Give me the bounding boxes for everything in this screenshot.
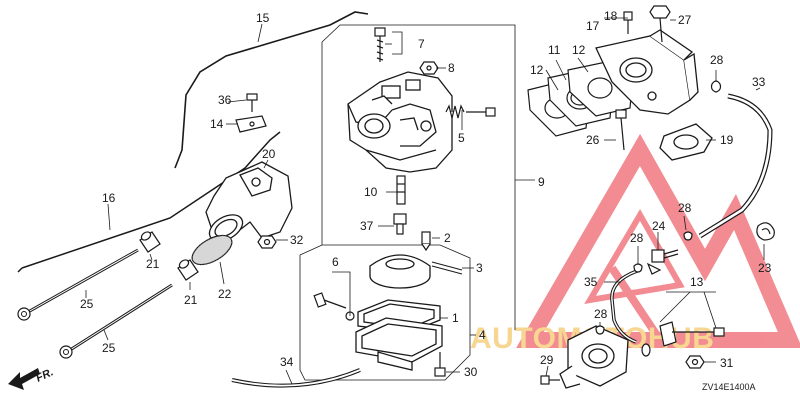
front-direction-arrow: FR. [8,366,55,390]
jet-10 [396,175,406,205]
callout-3: 3 [476,261,483,275]
callout-28-top: 28 [710,53,724,67]
callout-18: 18 [604,9,618,23]
callout-1: 1 [452,311,459,325]
insulator-17 [595,29,699,115]
callout-28-tube: 28 [678,201,692,215]
intake-elbow-20 [205,161,293,242]
collar-21-upper [139,231,161,253]
screw-7 [374,27,386,62]
callout-29: 29 [540,353,554,367]
drawing-code: ZV14E1400A [702,382,756,392]
float-valve-2 [421,231,431,252]
callout-32: 32 [290,233,304,247]
callout-37: 37 [360,219,374,233]
callout-24: 24 [652,219,666,233]
bolt-27 [649,5,671,43]
callout-17: 17 [586,19,600,33]
callout-21-lower: 21 [184,293,198,307]
callout-26: 26 [586,133,600,147]
callout-11: 11 [548,43,561,57]
bolt-25-upper [17,248,139,321]
bolt-26 [615,109,627,151]
callout-20: 20 [262,147,276,161]
leader-lines [85,17,765,385]
collar-21-lower [177,259,199,281]
callout-5: 5 [458,131,465,145]
screw-6 [313,292,355,321]
callout-10: 10 [364,185,378,199]
callout-9: 9 [538,175,545,189]
clip-28-35 [633,263,643,273]
clip-28-solenoid [595,325,605,335]
callout-13: 13 [690,275,704,289]
float-chamber-4 [355,317,443,371]
callout-28-solenoid: 28 [594,307,608,321]
callout-8: 8 [448,61,455,75]
callout-labels: 1 2 3 4 5 6 7 8 9 10 11 12 12 13 14 15 1… [80,9,772,379]
float-3 [369,254,463,289]
callout-2: 2 [444,231,451,245]
assembly-outline [299,24,535,381]
jet-37 [393,213,407,235]
gasket-22 [191,234,233,266]
callout-21-upper: 21 [146,257,160,271]
watermark-logo: AUTOMOTOHUB [470,133,800,355]
screw-8 [419,61,439,75]
callout-19: 19 [720,133,734,147]
callout-12-right: 12 [572,43,586,57]
callout-27: 27 [678,13,692,27]
callout-25-lower: 25 [102,341,116,355]
screw-36 [246,93,258,112]
fuel-cut-solenoid [559,325,629,389]
screw-5 [445,104,496,119]
callout-23: 23 [758,261,772,275]
callout-12-left: 12 [530,63,544,77]
callout-33: 33 [752,75,766,89]
bolt-25-lower [59,283,173,359]
screw-29 [540,375,560,385]
callout-16: 16 [102,191,116,205]
clip-23 [756,222,775,241]
callout-7: 7 [418,37,425,51]
clip-28-tube [683,231,693,241]
callout-4: 4 [479,328,486,342]
clip-28-top [710,80,722,93]
callout-22: 22 [218,287,232,301]
screw-30 [434,352,446,377]
nut-31 [685,355,705,369]
screw-18 [623,11,633,34]
callout-25-upper: 25 [80,297,94,311]
callout-6: 6 [332,255,339,269]
float-chamber-gasket-1 [357,299,441,333]
washer-13 [641,321,725,357]
callout-15: 15 [256,11,270,25]
callout-14: 14 [210,117,224,131]
callout-31: 31 [720,356,734,370]
bracket-14 [235,115,267,133]
control-rod-16 [17,131,281,273]
throttle-wire [174,11,369,169]
callout-30: 30 [464,365,478,379]
gasket-19 [659,123,713,161]
nut-32 [257,235,277,249]
callout-36: 36 [218,93,232,107]
callout-28-joint: 28 [630,231,644,245]
carburetor-body [347,71,453,173]
callout-35: 35 [584,275,598,289]
callout-34: 34 [280,355,294,369]
